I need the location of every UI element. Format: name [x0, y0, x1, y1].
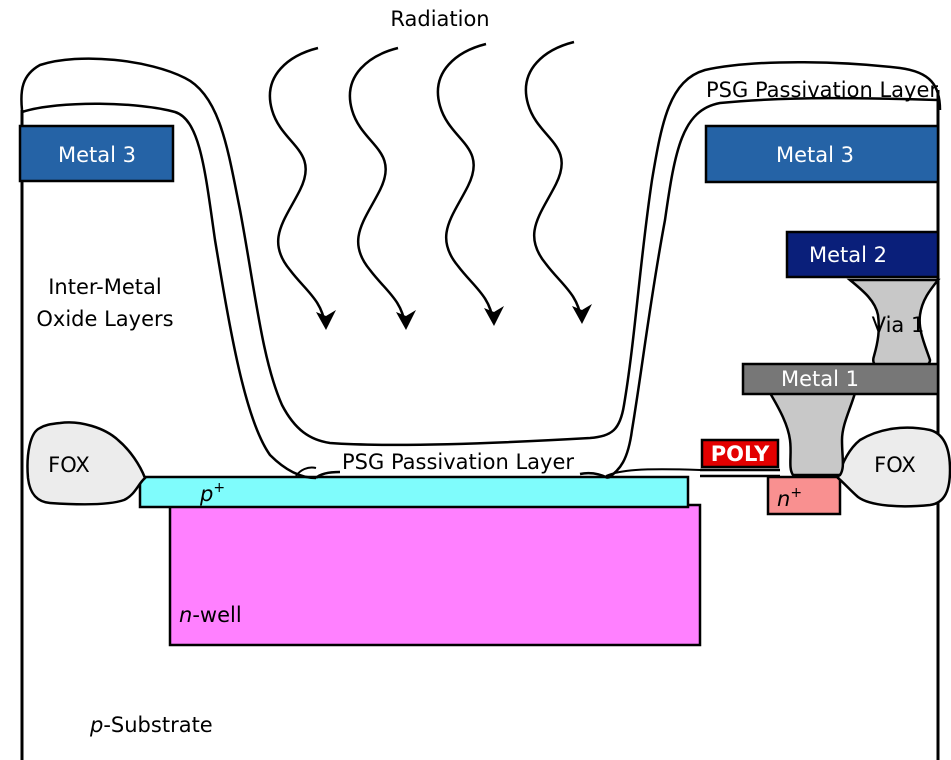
radiation-arrows	[268, 40, 583, 326]
psg-outer-line	[20, 57, 942, 447]
fox-right-label: FOX	[874, 453, 916, 477]
poly-label: POLY	[711, 442, 770, 466]
p-plus-superscript: +	[213, 480, 225, 496]
psg-inner-line	[21, 96, 939, 480]
psg-bottom-line	[315, 470, 609, 480]
poly-gate	[700, 438, 780, 469]
psg-p-plus-contact	[295, 466, 701, 477]
p-substrate-label: p-Substrate	[89, 713, 213, 737]
psg-top-label: PSG Passivation Layer	[706, 78, 938, 102]
metal1-label: Metal 1	[781, 367, 859, 391]
arrowhead-1	[316, 310, 336, 330]
psg-bottom-label: PSG Passivation Layer	[342, 450, 574, 474]
p-substrate-suffix: -Substrate	[103, 713, 212, 737]
metal1-layer	[741, 362, 940, 396]
radiation-label: Radiation	[390, 7, 489, 31]
radiation-arrowheads	[316, 304, 592, 330]
metal2-layer	[785, 230, 940, 279]
arrowhead-4	[572, 304, 592, 324]
radiation-arrow-1	[268, 46, 327, 326]
metal2-label: Metal 2	[809, 243, 887, 267]
p-substrate-letter: p	[89, 713, 103, 737]
n-well-suffix: -well	[192, 603, 241, 627]
metal3-right-label: Metal 3	[776, 143, 854, 167]
inter-metal-label-2: Oxide Layers	[36, 307, 173, 331]
arrowhead-3	[484, 306, 504, 326]
fox-left-label: FOX	[48, 453, 90, 477]
p-plus-region	[138, 475, 690, 509]
fox-left-shape	[26, 421, 147, 506]
radiation-arrow-4	[524, 40, 583, 320]
arrowhead-2	[396, 310, 416, 330]
chip-outline	[20, 90, 940, 760]
fox-right-shape	[836, 426, 951, 508]
n-plus-letter: n	[777, 487, 790, 511]
contact-plug	[767, 391, 857, 477]
n-well-letter: n	[179, 603, 192, 627]
inter-metal-label-1: Inter-Metal	[48, 275, 162, 299]
metal3-right-layer	[704, 124, 940, 184]
via1-label: Via 1	[872, 313, 925, 337]
p-plus-letter: p	[199, 482, 213, 506]
n-well-label: n-well	[179, 603, 242, 627]
metal3-left-layer	[18, 124, 175, 183]
n-well-region	[168, 503, 702, 647]
p-plus-label: p+	[199, 480, 225, 506]
n-plus-region	[766, 475, 842, 516]
n-plus-superscript: +	[790, 485, 802, 501]
radiation-arrow-3	[436, 42, 495, 322]
radiation-arrow-2	[348, 46, 407, 326]
n-plus-label: n+	[777, 485, 802, 511]
metal3-left-label: Metal 3	[58, 143, 136, 167]
